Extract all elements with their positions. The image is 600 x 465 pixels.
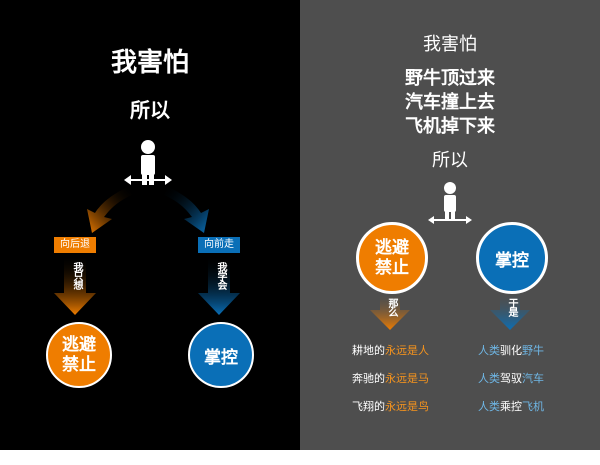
right-line-1: 人类驯化野牛: [478, 344, 544, 357]
left-line-1: 耕地的永远是人: [352, 344, 429, 357]
right-line-2: 人类驾驭汽车: [478, 372, 544, 385]
left-line-2: 奔驰的永远是马: [352, 372, 429, 385]
circle-control: 掌控: [476, 222, 548, 294]
tag-step-forward: 向前走: [204, 239, 234, 250]
person-icon: [444, 182, 456, 220]
right-down-arrow: [198, 255, 240, 315]
right-down-arrow: [490, 290, 530, 330]
right-arrow-text: 我学会: [215, 262, 226, 289]
double-arrow-icon: [428, 216, 472, 224]
circle-avoid: 逃避禁止: [46, 322, 112, 388]
tag-step-back: 向后退: [60, 239, 90, 250]
circle-control: 掌控: [188, 322, 254, 388]
right-line-3: 人类乘控飞机: [478, 400, 544, 413]
left-arrow-text: 我只想: [71, 262, 82, 289]
right-arrow-text: 于是: [506, 298, 517, 316]
circle-avoid: 逃避禁止: [356, 222, 428, 294]
right-diagram: [370, 182, 530, 330]
person-icon: [141, 140, 155, 185]
circle-avoid-label: 逃避禁止: [375, 238, 409, 278]
left-title: 我害怕: [110, 48, 189, 78]
left-arrow-text: 那么: [386, 298, 397, 316]
fear-1: 野牛顶过来: [405, 68, 495, 89]
left-panel: 我害怕 所以: [0, 0, 300, 450]
fear-2: 汽车撞上去: [405, 92, 495, 113]
circle-avoid-label: 逃避禁止: [62, 335, 96, 375]
right-curve-arrow: [164, 187, 209, 233]
left-so: 所以: [130, 98, 170, 122]
left-curve-arrow: [87, 187, 132, 233]
left-down-arrow: [54, 255, 96, 315]
right-panel: 我害怕 野牛顶过来 汽车撞上去 飞机掉下来 所以: [300, 0, 600, 450]
circle-control-label: 掌控: [495, 250, 529, 271]
left-line-3: 飞翔的永远是鸟: [352, 400, 429, 413]
fear-3: 飞机掉下来: [405, 116, 495, 137]
double-arrow-icon: [124, 175, 172, 185]
circle-control-label: 掌控: [204, 347, 238, 368]
right-title: 我害怕: [423, 34, 477, 55]
left-down-arrow: [370, 290, 410, 330]
left-diagram: [54, 140, 240, 315]
right-so: 所以: [432, 150, 468, 171]
